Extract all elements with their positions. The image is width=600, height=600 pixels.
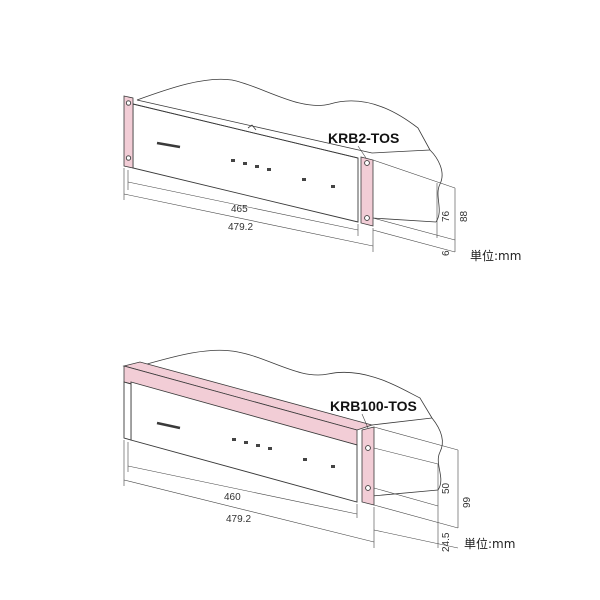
led-5 <box>302 178 306 181</box>
right-ear-hole-bottom <box>364 215 370 221</box>
left-mount-ear <box>123 95 134 169</box>
dim-inner-width: 460 <box>224 492 241 503</box>
left-mount-ear <box>123 381 132 441</box>
chassis-top-break-line <box>136 78 431 151</box>
right-ear-hole-bottom <box>365 485 371 491</box>
right-ear-hole-top <box>364 160 370 166</box>
chassis-side-break-line <box>431 417 443 491</box>
front-top-edge <box>136 99 373 154</box>
front-panel-top-line <box>132 103 359 159</box>
rack-panel-krb2 <box>123 78 443 227</box>
handle-slot <box>156 141 181 149</box>
led-2 <box>244 441 248 444</box>
model-label-krb2: KRB2-TOS <box>328 130 399 146</box>
led-2 <box>243 162 247 165</box>
dim-height-a: 76 <box>441 210 452 222</box>
model-leader-krb100 <box>361 413 369 429</box>
right-bottom-edge <box>371 489 439 497</box>
right-top-edge <box>371 417 433 426</box>
dimensions-krb100 <box>123 426 459 549</box>
dim-inner-width: 465 <box>231 204 248 215</box>
dim-height-b: 99 <box>462 496 473 508</box>
left-ear-hole-top <box>125 100 132 106</box>
unit-label-top: 単位:mm <box>470 248 521 263</box>
dimensions-krb2 <box>123 159 456 253</box>
led-6 <box>331 465 335 468</box>
right-top-edge <box>371 149 431 154</box>
top-tab <box>247 124 257 131</box>
led-5 <box>303 458 307 461</box>
chassis-top-break-line <box>139 349 433 419</box>
model-leader-krb2 <box>357 145 367 159</box>
led-4 <box>267 168 271 171</box>
led-3 <box>256 444 260 447</box>
led-3 <box>255 165 259 168</box>
handle-slot <box>156 421 181 430</box>
dim-outer-width: 479.2 <box>228 222 253 233</box>
rack-panel-krb100 <box>122 349 443 506</box>
unit-label-bottom: 単位:mm <box>464 536 515 551</box>
right-mount-ear <box>360 156 374 227</box>
left-ear-hole-bottom <box>125 155 132 161</box>
led-4 <box>268 447 272 450</box>
dim-outer-width: 479.2 <box>226 514 251 525</box>
right-ear-hole-top <box>365 445 371 451</box>
led-1 <box>232 438 236 441</box>
led-6 <box>331 185 335 188</box>
right-mount-ear <box>361 426 375 506</box>
model-label-krb100: KRB100-TOS <box>330 398 417 414</box>
dim-height-b: 88 <box>459 210 470 222</box>
chassis-side-break-line <box>429 149 443 223</box>
dim-offset: 24.5 <box>441 532 452 552</box>
right-bottom-edge <box>371 217 437 223</box>
dim-offset: 6 <box>441 250 452 256</box>
dim-height-a: 50 <box>441 482 452 494</box>
led-1 <box>231 159 235 162</box>
